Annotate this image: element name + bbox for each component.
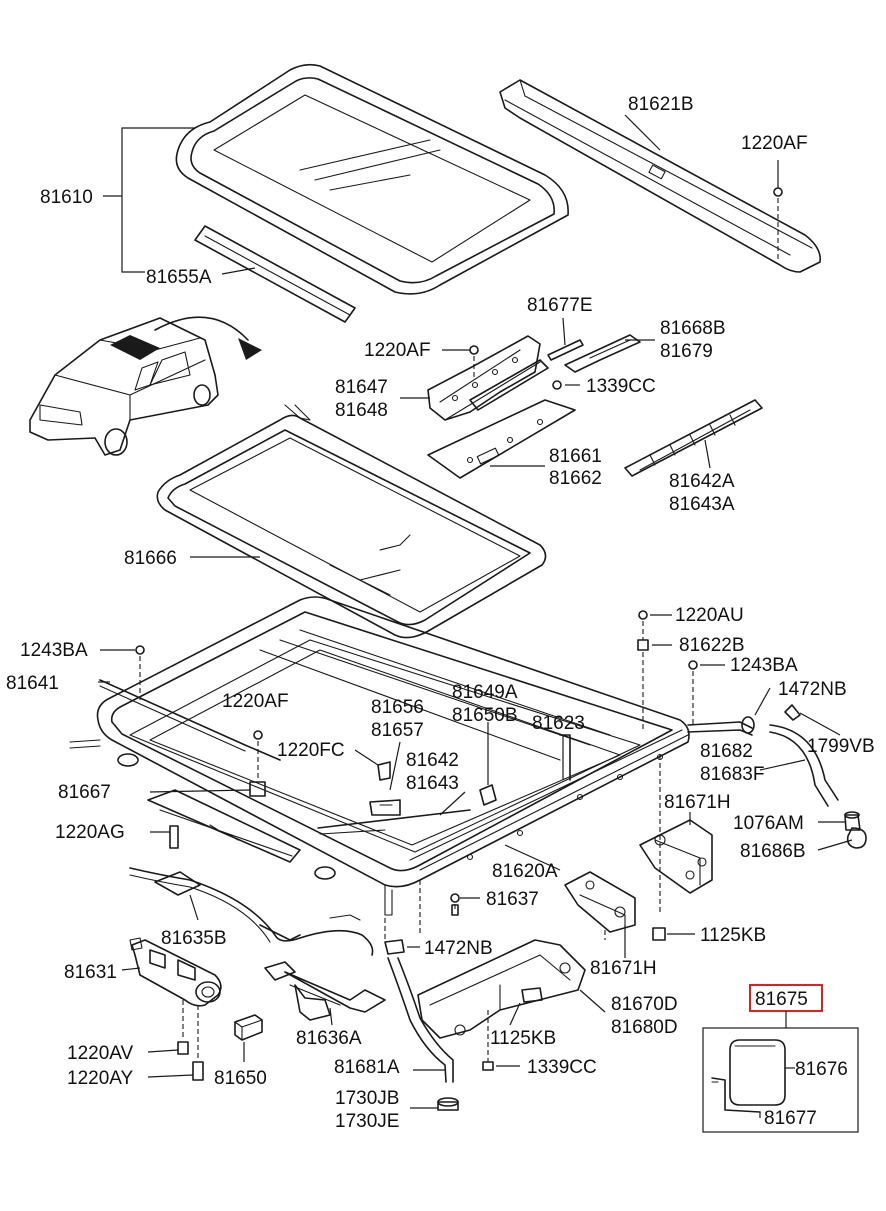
label-81648: 81648 bbox=[335, 400, 388, 421]
label-1472NB-top: 1472NB bbox=[778, 679, 847, 700]
label-1799VB: 1799VB bbox=[807, 736, 875, 757]
drain-hose-81682 bbox=[687, 716, 755, 736]
drain-plate-81661 bbox=[427, 399, 576, 479]
label-81682: 81682 bbox=[700, 741, 753, 762]
front-rail-81621B bbox=[499, 79, 822, 273]
lower-drain-81667 bbox=[147, 789, 301, 863]
deflector-seal-81655A bbox=[194, 225, 356, 323]
label-81649A: 81649A bbox=[452, 682, 518, 703]
sunshade-81666 bbox=[156, 404, 547, 639]
label-81642A: 81642A bbox=[669, 471, 735, 492]
label-81622B: 81622B bbox=[679, 635, 745, 656]
label-81671H-low: 81671H bbox=[590, 958, 657, 979]
drain-hose-1799VB bbox=[769, 704, 839, 807]
label-81661: 81661 bbox=[549, 446, 602, 467]
label-1220AY: 1220AY bbox=[67, 1068, 134, 1089]
label-81650B: 81650B bbox=[452, 705, 518, 726]
label-81647: 81647 bbox=[335, 377, 388, 398]
sunroof-glass-81610 bbox=[175, 63, 569, 295]
label-1243BA-right: 1243BA bbox=[730, 655, 798, 676]
label-81666: 81666 bbox=[124, 548, 177, 569]
label-1220AF-low: 1220AF bbox=[222, 691, 289, 712]
drain-hose-81681A bbox=[387, 957, 454, 1083]
label-1220FC: 1220FC bbox=[277, 740, 345, 761]
kit-inset-box bbox=[702, 1027, 859, 1133]
guide-hardware-81677E bbox=[547, 317, 655, 373]
label-81636A: 81636A bbox=[296, 1028, 362, 1049]
label-81637: 81637 bbox=[486, 889, 539, 910]
side-guide-81642A bbox=[624, 399, 763, 477]
vehicle-location-icon bbox=[29, 316, 262, 456]
label-1243BA-left: 1243BA bbox=[20, 640, 88, 661]
label-81610: 81610 bbox=[40, 187, 93, 208]
label-81650: 81650 bbox=[214, 1068, 267, 1089]
label-81676: 81676 bbox=[795, 1059, 848, 1080]
label-81667: 81667 bbox=[58, 782, 111, 803]
mount-bracket-81671H-right bbox=[639, 819, 713, 894]
label-81662: 81662 bbox=[549, 468, 602, 489]
label-81677: 81677 bbox=[764, 1108, 817, 1129]
label-81643A: 81643A bbox=[669, 494, 735, 515]
label-1730JB: 1730JB bbox=[335, 1088, 399, 1109]
label-1220AV: 1220AV bbox=[67, 1043, 134, 1064]
part-labels: 81621B 1220AF 81610 81655A 81677E 81668B… bbox=[6, 94, 875, 1132]
wiring-81635B bbox=[129, 867, 374, 956]
label-1125KB-low: 1125KB bbox=[490, 1028, 556, 1049]
label-81670D: 81670D bbox=[611, 994, 678, 1015]
label-1220AF-top: 1220AF bbox=[741, 133, 808, 154]
label-1220AF-mid: 1220AF bbox=[364, 340, 431, 361]
label-1472NB-low: 1472NB bbox=[424, 938, 493, 959]
label-81620A: 81620A bbox=[492, 861, 558, 882]
label-1730JE: 1730JE bbox=[335, 1111, 399, 1132]
label-81681A: 81681A bbox=[334, 1057, 400, 1078]
bracket-81647 bbox=[427, 335, 549, 421]
relay-81650 bbox=[234, 1014, 263, 1041]
label-1339CC-top: 1339CC bbox=[586, 376, 656, 397]
label-1076AM: 1076AM bbox=[733, 813, 804, 834]
label-81656: 81656 bbox=[371, 697, 424, 718]
label-81686B: 81686B bbox=[740, 841, 806, 862]
label-81641: 81641 bbox=[6, 673, 59, 694]
mount-bracket-81671H-left bbox=[564, 871, 636, 933]
label-81683F: 81683F bbox=[700, 764, 764, 785]
label-1220AG: 1220AG bbox=[55, 822, 125, 843]
label-81635B: 81635B bbox=[161, 928, 227, 949]
sunroof-kit-81676 bbox=[711, 1039, 786, 1113]
label-1220AU: 1220AU bbox=[675, 605, 744, 626]
label-81623: 81623 bbox=[532, 713, 585, 734]
label-81671H-top: 81671H bbox=[664, 792, 731, 813]
label-81677E: 81677E bbox=[527, 295, 593, 316]
label-81643: 81643 bbox=[406, 773, 459, 794]
sunroof-motor-81631 bbox=[129, 937, 222, 1007]
label-81680D: 81680D bbox=[611, 1017, 678, 1038]
sunroof-frame-81620A bbox=[69, 596, 690, 916]
label-1125KB-right: 1125KB bbox=[700, 925, 766, 946]
label-81668B: 81668B bbox=[660, 318, 726, 339]
label-81642: 81642 bbox=[406, 750, 459, 771]
label-81655A: 81655A bbox=[146, 267, 212, 288]
label-81631: 81631 bbox=[64, 962, 117, 983]
label-81657: 81657 bbox=[371, 720, 424, 741]
wiring-81636A bbox=[264, 961, 386, 1021]
label-81679: 81679 bbox=[660, 341, 713, 362]
label-81675: 81675 bbox=[755, 989, 808, 1010]
label-81621B: 81621B bbox=[628, 94, 694, 115]
label-1339CC-low: 1339CC bbox=[527, 1057, 597, 1078]
drive-cable-81641 bbox=[99, 679, 281, 761]
